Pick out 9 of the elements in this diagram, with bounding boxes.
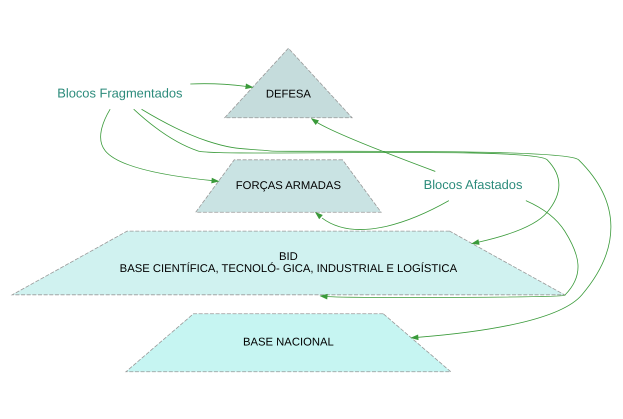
arrow <box>190 82 254 89</box>
arrow <box>141 108 612 340</box>
node-text: Blocos Fragmentados <box>57 85 183 100</box>
arrow <box>133 108 560 244</box>
arrow <box>310 118 436 172</box>
arrow <box>314 200 450 230</box>
arrow <box>319 200 578 299</box>
node-text: Blocos Afastados <box>424 176 522 192</box>
arrow <box>100 108 220 183</box>
